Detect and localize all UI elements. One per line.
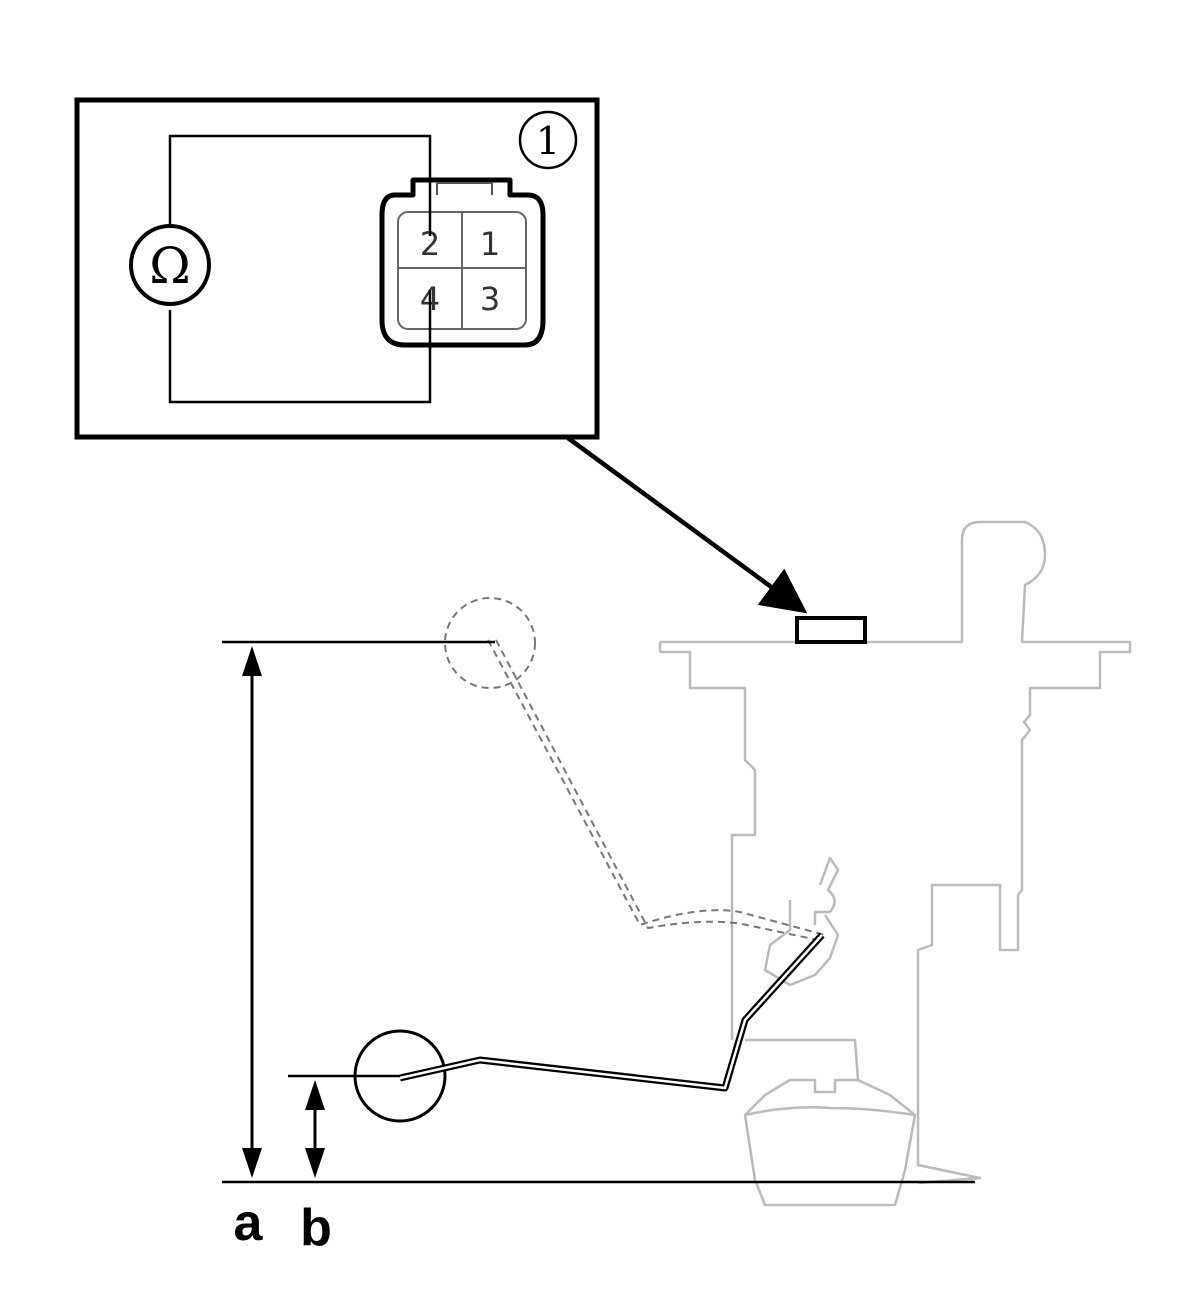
unit-connector xyxy=(795,616,867,644)
connector-body: 2 1 4 3 xyxy=(379,177,546,350)
ohmmeter-symbol: Ω xyxy=(129,224,211,306)
ohmmeter-leads xyxy=(168,134,432,404)
dimension-b-arrow xyxy=(305,1080,325,1178)
float-arm-lower-position xyxy=(353,932,825,1123)
dimension-lines xyxy=(222,640,975,1184)
dimension-a-arrow xyxy=(242,646,262,1178)
fuel-pump-assembly xyxy=(658,520,1132,1207)
ohm-icon: Ω xyxy=(149,237,190,295)
connector-inset: 1 Ω 2 1 4 3 xyxy=(74,97,600,440)
pin-2-label: 2 xyxy=(420,225,440,263)
pin-1-label: 1 xyxy=(480,225,500,263)
callout-number-1: 1 xyxy=(518,110,578,170)
leader-arrow xyxy=(566,436,808,614)
dimension-a-label: a xyxy=(234,1194,264,1252)
pin-3-label: 3 xyxy=(480,280,500,318)
dimension-b-label: b xyxy=(300,1199,332,1257)
float-arm-upper-position xyxy=(444,597,826,941)
callout-number-text: 1 xyxy=(536,119,560,163)
